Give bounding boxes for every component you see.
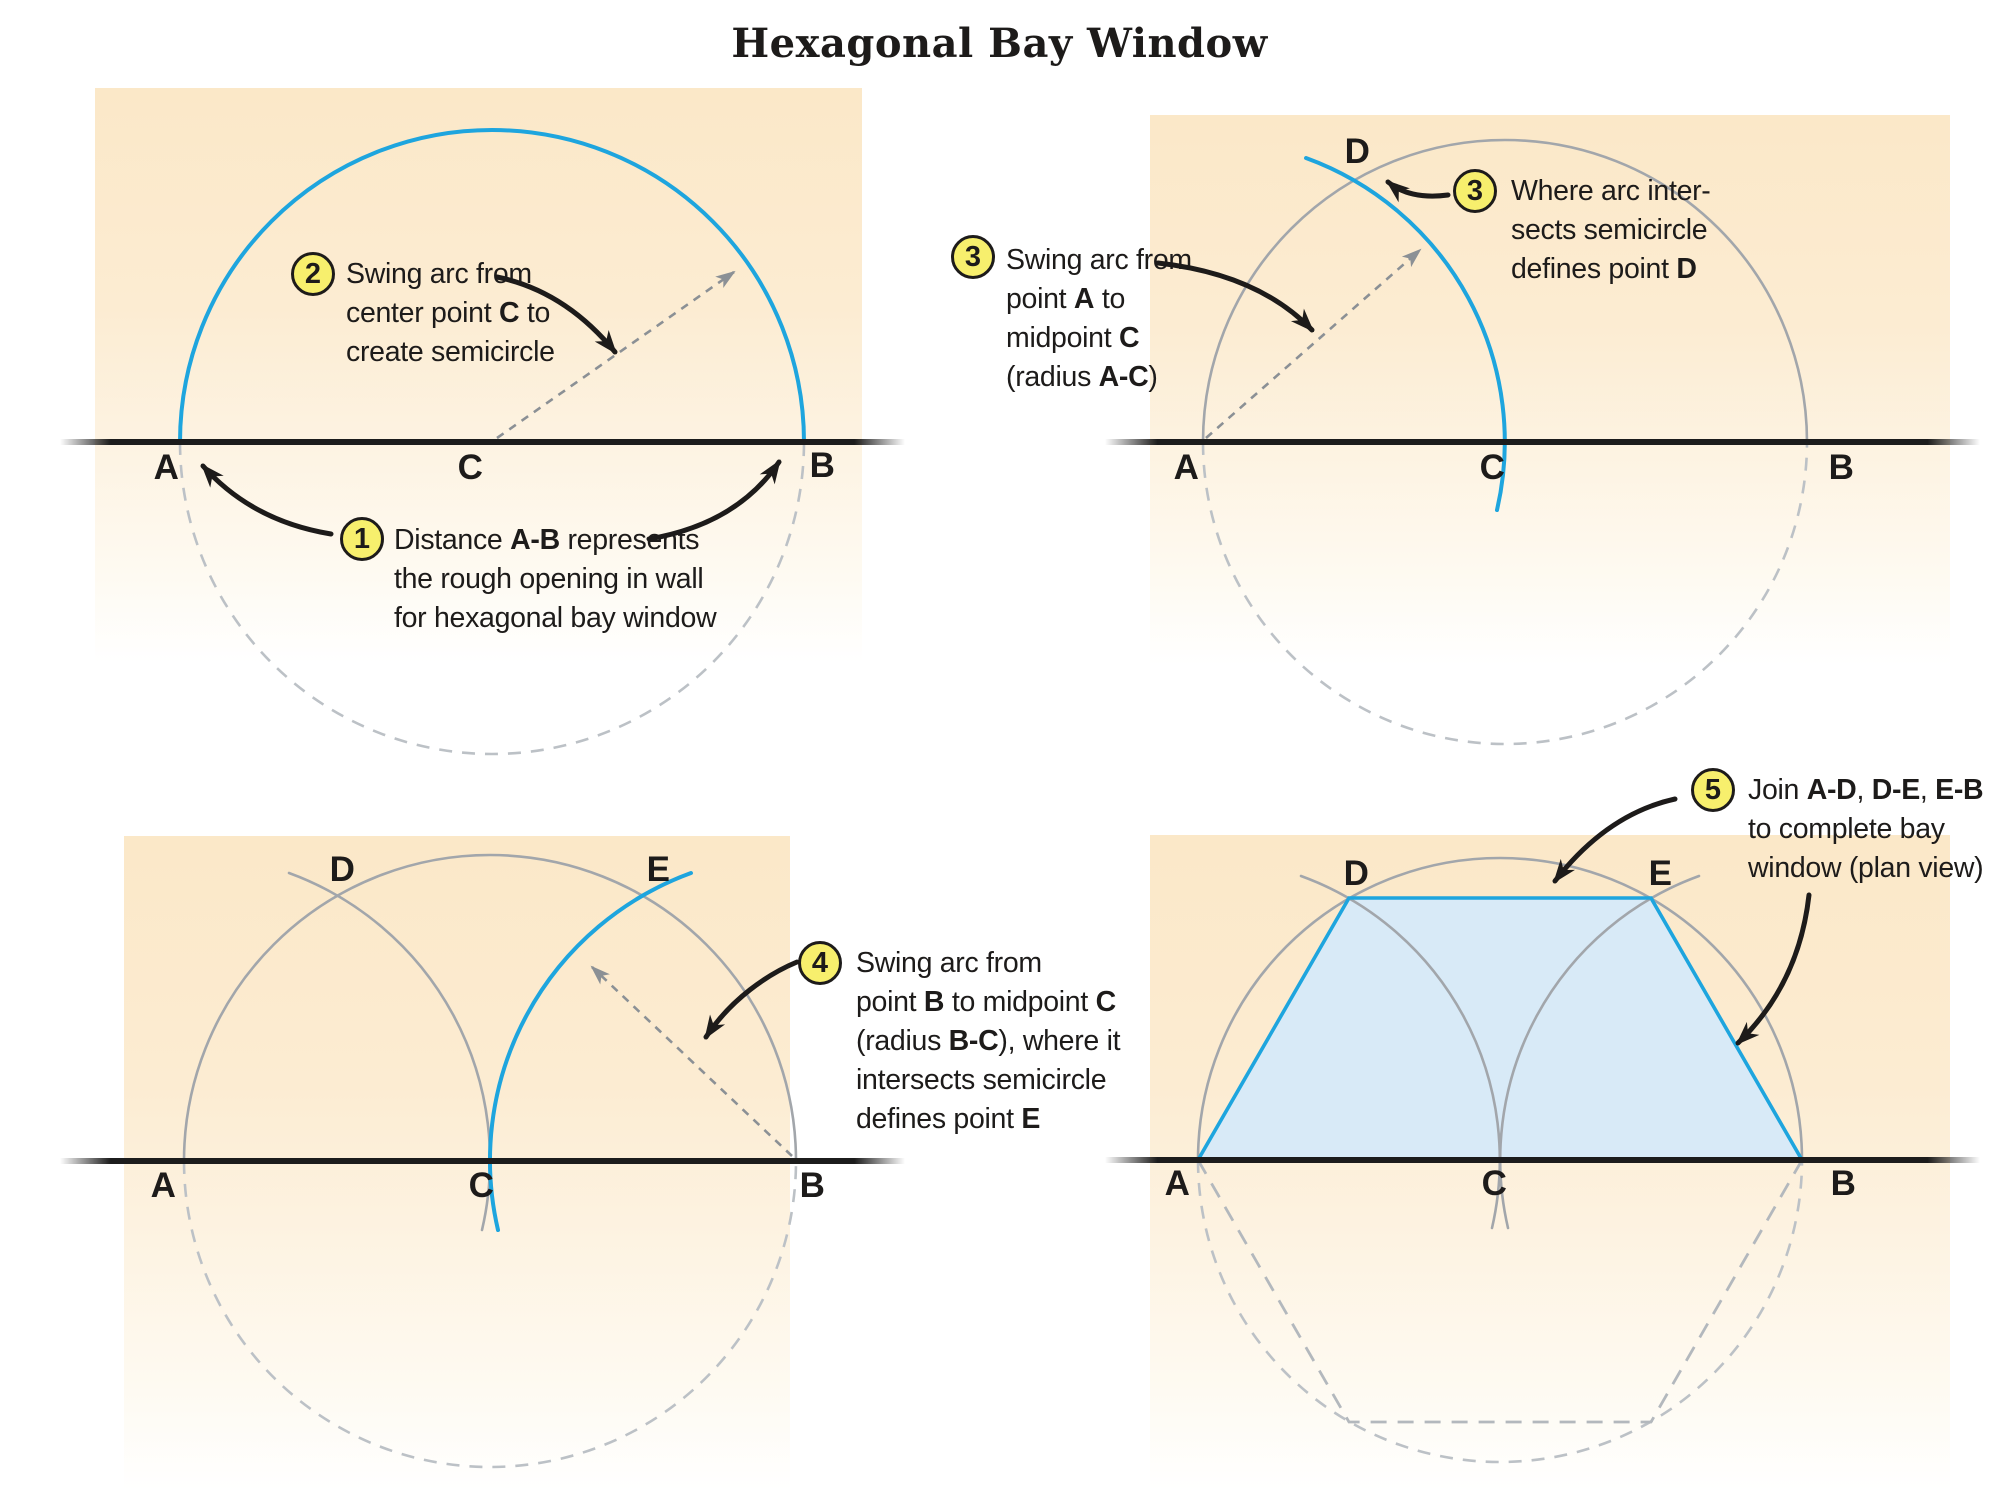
point-label-B: B: [809, 446, 835, 485]
step-badge-3-left: 3: [951, 235, 995, 279]
step5-geometry: [1105, 796, 1980, 1464]
step3-geometry: [1105, 138, 1980, 746]
annotation-step3-left: Swing arc from point A to midpoint C (ra…: [1006, 244, 1192, 393]
step-badge-5: 5: [1691, 768, 1735, 812]
point-label-D: D: [329, 850, 355, 889]
step-badge-3-right: 3: [1453, 169, 1497, 213]
panel-step1-background: [95, 88, 862, 663]
point-label-A: A: [1173, 448, 1199, 487]
step-badge-4: 4: [798, 941, 842, 985]
point-label-D: D: [1343, 854, 1369, 893]
annotation-step4: Swing arc from point B to midpoint C (ra…: [856, 947, 1121, 1135]
point-label-C: C: [1479, 448, 1505, 487]
annotation-step5: Join A-D, D-E, E-B to complete bay windo…: [1748, 774, 1984, 884]
annotation-step2: Swing arc from center point C to create …: [346, 258, 555, 368]
annotation-step3-right: Where arc inter- sects semicircle define…: [1511, 175, 1711, 285]
annotation-step1: Distance A-B represents the rough openin…: [394, 524, 717, 634]
point-label-A: A: [153, 448, 179, 487]
point-label-B: B: [1830, 1164, 1856, 1203]
point-label-E: E: [646, 850, 670, 889]
point-label-B: B: [1828, 448, 1854, 487]
point-label-C: C: [468, 1166, 494, 1205]
point-label-E: E: [1648, 854, 1672, 893]
point-label-B: B: [799, 1166, 825, 1205]
step1-geometry: [60, 128, 905, 756]
panel-step3-background: [1150, 115, 1950, 665]
point-label-D: D: [1344, 132, 1370, 171]
point-label-C: C: [1481, 1164, 1507, 1203]
step4-geometry: [60, 853, 905, 1469]
step-badge-1: 1: [340, 517, 384, 561]
step-badge-2: 2: [291, 252, 335, 296]
point-label-A: A: [1164, 1164, 1190, 1203]
point-label-C: C: [457, 448, 483, 487]
figure-title: Hexagonal Bay Window: [731, 20, 1268, 67]
point-label-A: A: [150, 1166, 176, 1205]
